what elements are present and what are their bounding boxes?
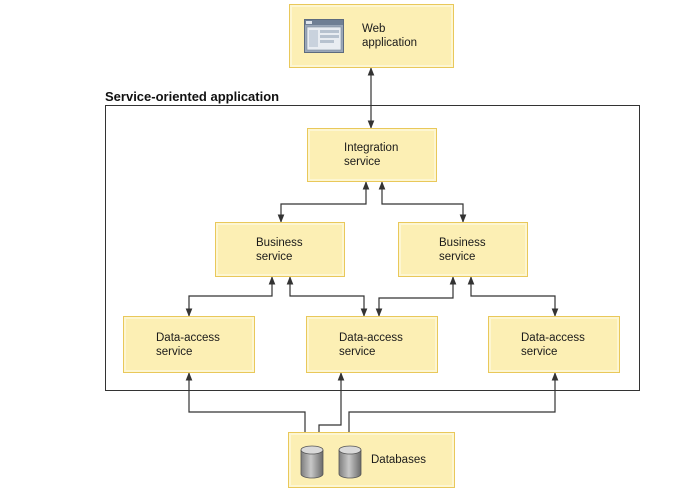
data-access-service-node-3: Data-access service bbox=[488, 316, 620, 373]
web-application-node: Web application bbox=[289, 4, 454, 68]
data-access-service-label-2: Data-access service bbox=[339, 332, 403, 358]
data-access-service-label-1: Data-access service bbox=[156, 332, 220, 358]
business-service-node-2: Business service bbox=[398, 222, 528, 277]
database-cylinder-icon bbox=[300, 445, 324, 479]
connector-business2-da3 bbox=[467, 276, 559, 317]
data-access-service-label-3: Data-access service bbox=[521, 332, 585, 358]
databases-node: Databases bbox=[288, 432, 455, 488]
connector-da1-databases bbox=[185, 372, 309, 441]
data-access-service-node-1: Data-access service bbox=[123, 316, 255, 373]
business-service-label-1: Business service bbox=[256, 237, 303, 263]
business-service-node-1: Business service bbox=[215, 222, 345, 277]
data-access-service-node-2: Data-access service bbox=[306, 316, 438, 373]
connector-business1-da2 bbox=[286, 276, 368, 317]
soa-container-title: Service-oriented application bbox=[105, 89, 280, 104]
connector-business2-da2 bbox=[375, 276, 457, 317]
connector-da2-databases bbox=[315, 372, 345, 441]
connector-integration-business2 bbox=[378, 181, 467, 223]
database-cylinder-icon bbox=[338, 445, 362, 479]
integration-service-node: Integration service bbox=[307, 128, 437, 182]
connector-da3-databases bbox=[345, 372, 559, 441]
browser-window-icon bbox=[304, 19, 344, 53]
integration-service-label: Integration service bbox=[344, 142, 399, 168]
databases-label: Databases bbox=[371, 454, 426, 466]
web-application-label: Web application bbox=[362, 23, 417, 49]
business-service-label-2: Business service bbox=[439, 237, 486, 263]
connector-business1-da1 bbox=[185, 276, 276, 317]
connector-integration-business1 bbox=[277, 181, 370, 223]
